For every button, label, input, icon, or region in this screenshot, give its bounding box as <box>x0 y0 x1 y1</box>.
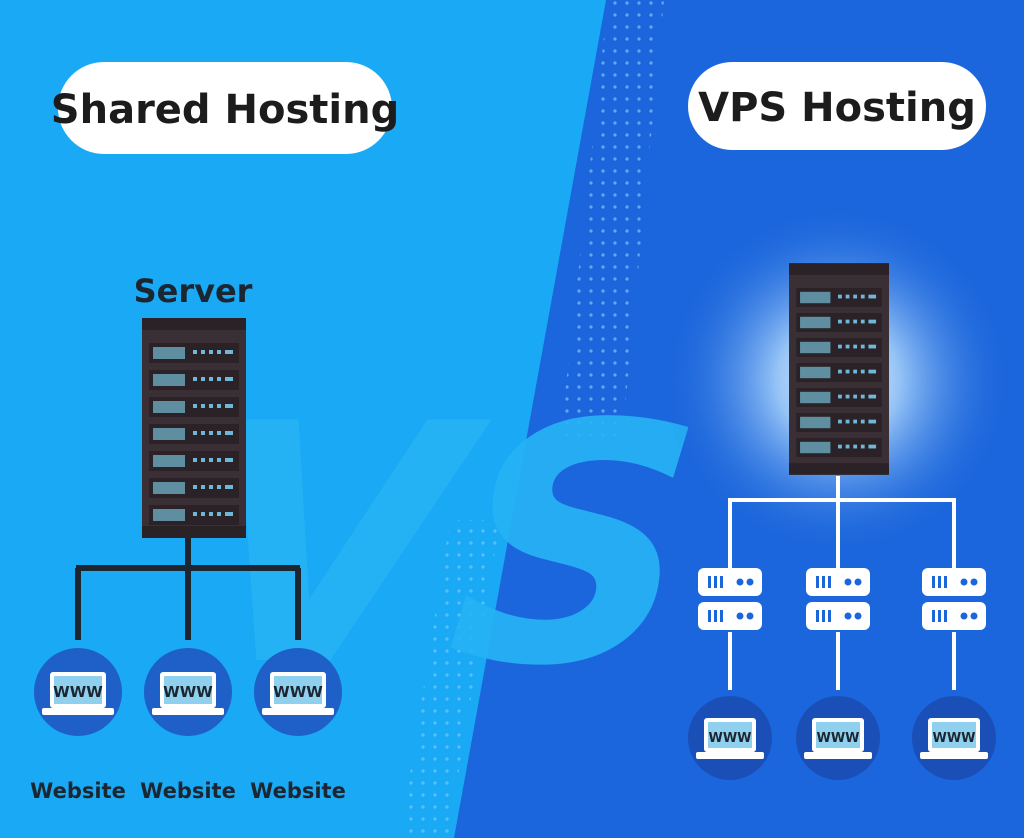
laptop-screen-text: WWW <box>708 731 751 746</box>
laptop-screen-text: WWW <box>53 683 103 701</box>
vps-hosting-title-pill: VPS Hosting <box>688 62 986 150</box>
laptop-screen-text: WWW <box>273 683 323 701</box>
vps-hosting-title: VPS Hosting <box>698 85 976 131</box>
laptop-icon <box>152 672 224 715</box>
website-label: Website <box>140 779 236 803</box>
vps-website-1: WWW <box>688 696 772 780</box>
shared-hosting-title: Shared Hosting <box>51 87 399 133</box>
vps-website-3: WWW <box>912 696 996 780</box>
dot-pattern-top <box>560 0 664 440</box>
laptop-icon <box>920 718 988 759</box>
shared-hosting-title-pill: Shared Hosting <box>51 62 399 154</box>
laptop-icon <box>696 718 764 759</box>
shared-website-2: WWW Website <box>140 648 236 803</box>
shared-website-1: WWW Website <box>30 648 126 803</box>
laptop-icon <box>262 672 334 715</box>
vps-website-2: WWW <box>796 696 880 780</box>
shared-server-rack-icon <box>142 318 246 538</box>
laptop-icon <box>42 672 114 715</box>
laptop-screen-text: WWW <box>816 731 859 746</box>
shared-website-3: WWW Website <box>250 648 346 803</box>
vps-server-rack-icon <box>789 263 889 475</box>
vps-connector-lines <box>728 476 956 690</box>
laptop-icon <box>804 718 872 759</box>
website-label: Website <box>30 779 126 803</box>
website-label: Website <box>250 779 346 803</box>
dot-pattern-bottom <box>400 520 500 838</box>
laptop-screen-text: WWW <box>932 731 975 746</box>
server-label: Server <box>134 272 253 310</box>
laptop-screen-text: WWW <box>163 683 213 701</box>
shared-connector-lines <box>75 538 301 640</box>
